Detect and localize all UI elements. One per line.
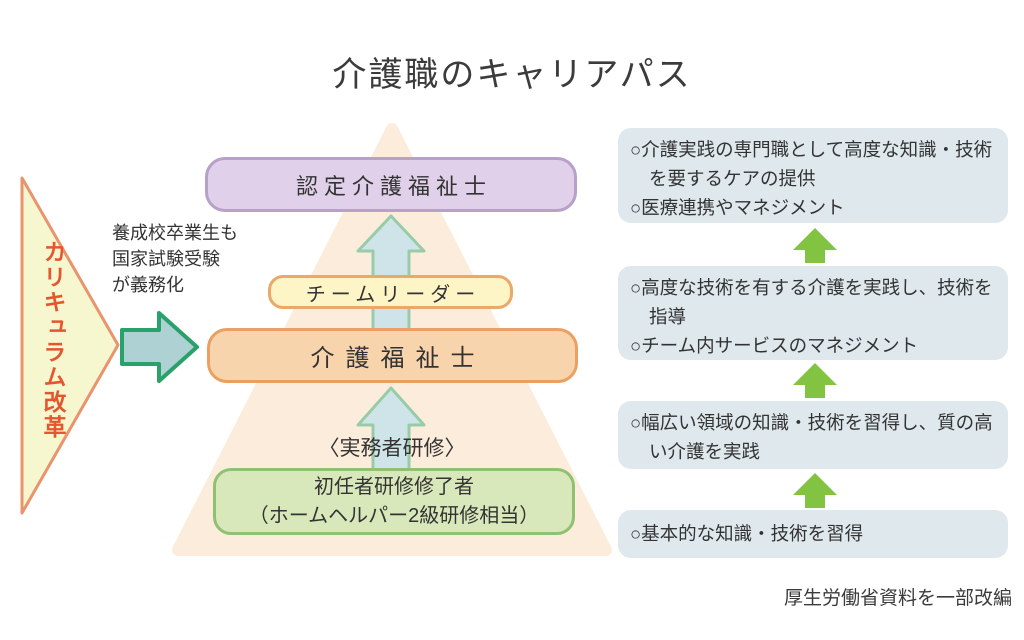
- level-box-entry-training: 初任者研修修了者 （ホームヘルパー2級研修相当）: [213, 468, 575, 535]
- note-line: が義務化: [112, 275, 184, 295]
- level-label-line: 初任者研修修了者: [314, 475, 474, 498]
- page-title: 介護職のキャリアパス: [332, 55, 692, 94]
- description-line: ○チーム内サービスのマネジメント: [630, 335, 919, 356]
- curriculum-banner-label: カリキュラム改革: [40, 240, 66, 440]
- description-block-care-worker: ○幅広い領域の知識・技術を習得し、質の高 い介護を実践: [618, 401, 1008, 469]
- promote-right-arrow-icon: [120, 311, 199, 383]
- green-up-arrow-3-icon: [793, 473, 837, 508]
- level-label: チームリーダー: [305, 283, 481, 306]
- description-line: い介護を実践: [649, 441, 761, 462]
- level-box-care-worker: 介護福祉士: [207, 328, 578, 383]
- description-block-entry: ○基本的な知識・技術を習得: [618, 510, 1008, 558]
- green-up-arrow-2-icon: [793, 363, 837, 398]
- description-line: を要するケアの提供: [649, 168, 816, 189]
- description-line: 指導: [649, 306, 687, 327]
- description-block-team-leader: ○高度な技術を有する介護を実践し、技術を 指導 ○チーム内サービスのマネジメント: [618, 266, 1008, 360]
- description-line: ○幅広い領域の知識・技術を習得し、質の高: [630, 412, 993, 433]
- green-up-arrow-1-icon: [793, 228, 837, 263]
- description-line: ○医療連携やマネジメント: [630, 197, 845, 218]
- level-label: 介護福祉士: [310, 345, 486, 372]
- note-line: 国家試験受験: [112, 249, 220, 269]
- level-label: 認定介護福祉士: [295, 173, 492, 199]
- level-box-team-leader: チームリーダー: [268, 275, 513, 309]
- practical-training-label: 〈実務者研修〉: [318, 437, 466, 460]
- up-arrow-entry-to-careworker-icon: [356, 386, 426, 472]
- description-block-certified: ○介護実践の専門職として高度な知識・技術 を要するケアの提供 ○医療連携やマネジ…: [618, 128, 1008, 223]
- exam-requirement-note: 養成校卒業生も 国家試験受験 が義務化: [112, 220, 238, 298]
- description-line: ○基本的な知識・技術を習得: [630, 523, 864, 544]
- note-line: 養成校卒業生も: [112, 223, 238, 243]
- level-box-certified-care-worker: 認定介護福祉士: [205, 157, 577, 212]
- level-label-line: （ホームヘルパー2級研修相当）: [248, 504, 540, 527]
- source-caption: 厚生労働省資料を一部改編: [783, 588, 1012, 609]
- curriculum-banner-shape: [20, 176, 120, 515]
- description-line: ○高度な技術を有する介護を実践し、技術を: [630, 277, 993, 298]
- description-line: ○介護実践の専門職として高度な知識・技術: [630, 139, 993, 160]
